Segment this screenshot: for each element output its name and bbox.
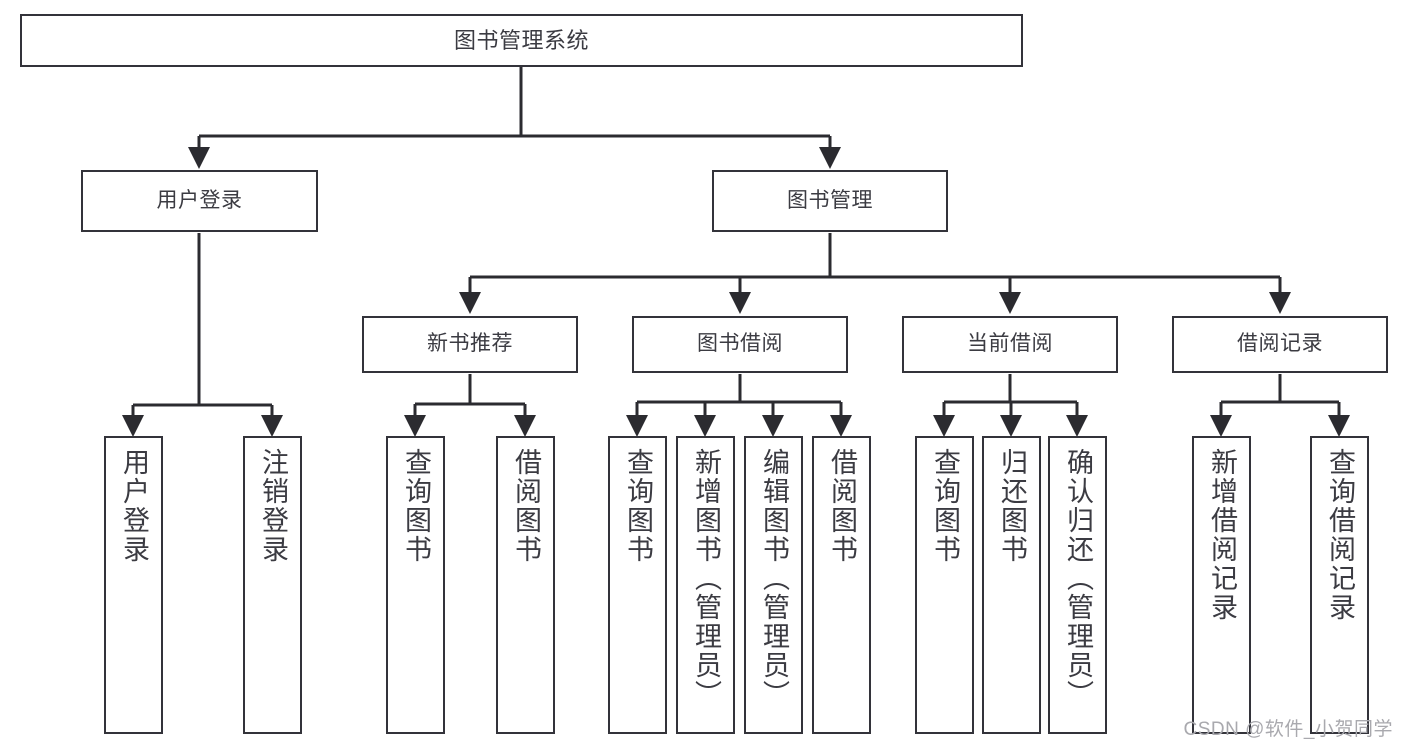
node-label: 查询借阅记录 [1325,448,1355,622]
node-label: 编辑图书（管理员） [759,448,789,709]
leaf-edit-book-admin[interactable]: 编辑图书（管理员） [744,436,803,734]
node-label: 新书推荐 [427,332,513,356]
node-label: 确认归还（管理员） [1063,448,1093,709]
node-book-borrow[interactable]: 图书借阅 [632,316,848,373]
node-label: 新增借阅记录 [1207,448,1237,622]
leaf-query-book-borrow[interactable]: 查询图书 [608,436,667,734]
node-label: 归还图书 [997,448,1027,564]
node-label: 查询图书 [930,448,960,564]
node-label: 图书管理 [787,188,873,212]
leaf-return-book[interactable]: 归还图书 [982,436,1041,734]
leaf-query-book-current[interactable]: 查询图书 [915,436,974,734]
leaf-borrow-book-recommend[interactable]: 借阅图书 [496,436,555,734]
node-label: 用户登录 [156,188,243,212]
node-borrow-record[interactable]: 借阅记录 [1172,316,1388,373]
node-label: 新增图书（管理员） [691,448,721,709]
node-label: 借阅图书 [511,448,541,564]
node-label: 图书管理系统 [453,27,589,53]
node-user-login[interactable]: 用户登录 [81,170,318,232]
node-label: 图书借阅 [697,332,783,356]
watermark: CSDN @软件_小贺同学 [1183,719,1393,740]
leaf-query-book-recommend[interactable]: 查询图书 [386,436,445,734]
node-label: 查询图书 [401,448,431,564]
leaf-add-book-admin[interactable]: 新增图书（管理员） [676,436,735,734]
leaf-query-borrow-record[interactable]: 查询借阅记录 [1310,436,1369,734]
node-book-management[interactable]: 图书管理 [712,170,948,232]
node-label: 借阅图书 [827,448,857,564]
leaf-confirm-return-admin[interactable]: 确认归还（管理员） [1048,436,1107,734]
node-label: 当前借阅 [967,332,1053,356]
node-label: 注销登录 [258,448,288,564]
node-label: 用户登录 [119,448,149,564]
node-label: 查询图书 [623,448,653,564]
node-current-borrow[interactable]: 当前借阅 [902,316,1118,373]
leaf-borrow-book-borrow[interactable]: 借阅图书 [812,436,871,734]
node-new-book-recommend[interactable]: 新书推荐 [362,316,578,373]
leaf-user-login[interactable]: 用户登录 [104,436,163,734]
leaf-logout-login[interactable]: 注销登录 [243,436,302,734]
node-root-book-management-system[interactable]: 图书管理系统 [20,14,1023,67]
node-label: 借阅记录 [1237,332,1323,356]
leaf-add-borrow-record[interactable]: 新增借阅记录 [1192,436,1251,734]
